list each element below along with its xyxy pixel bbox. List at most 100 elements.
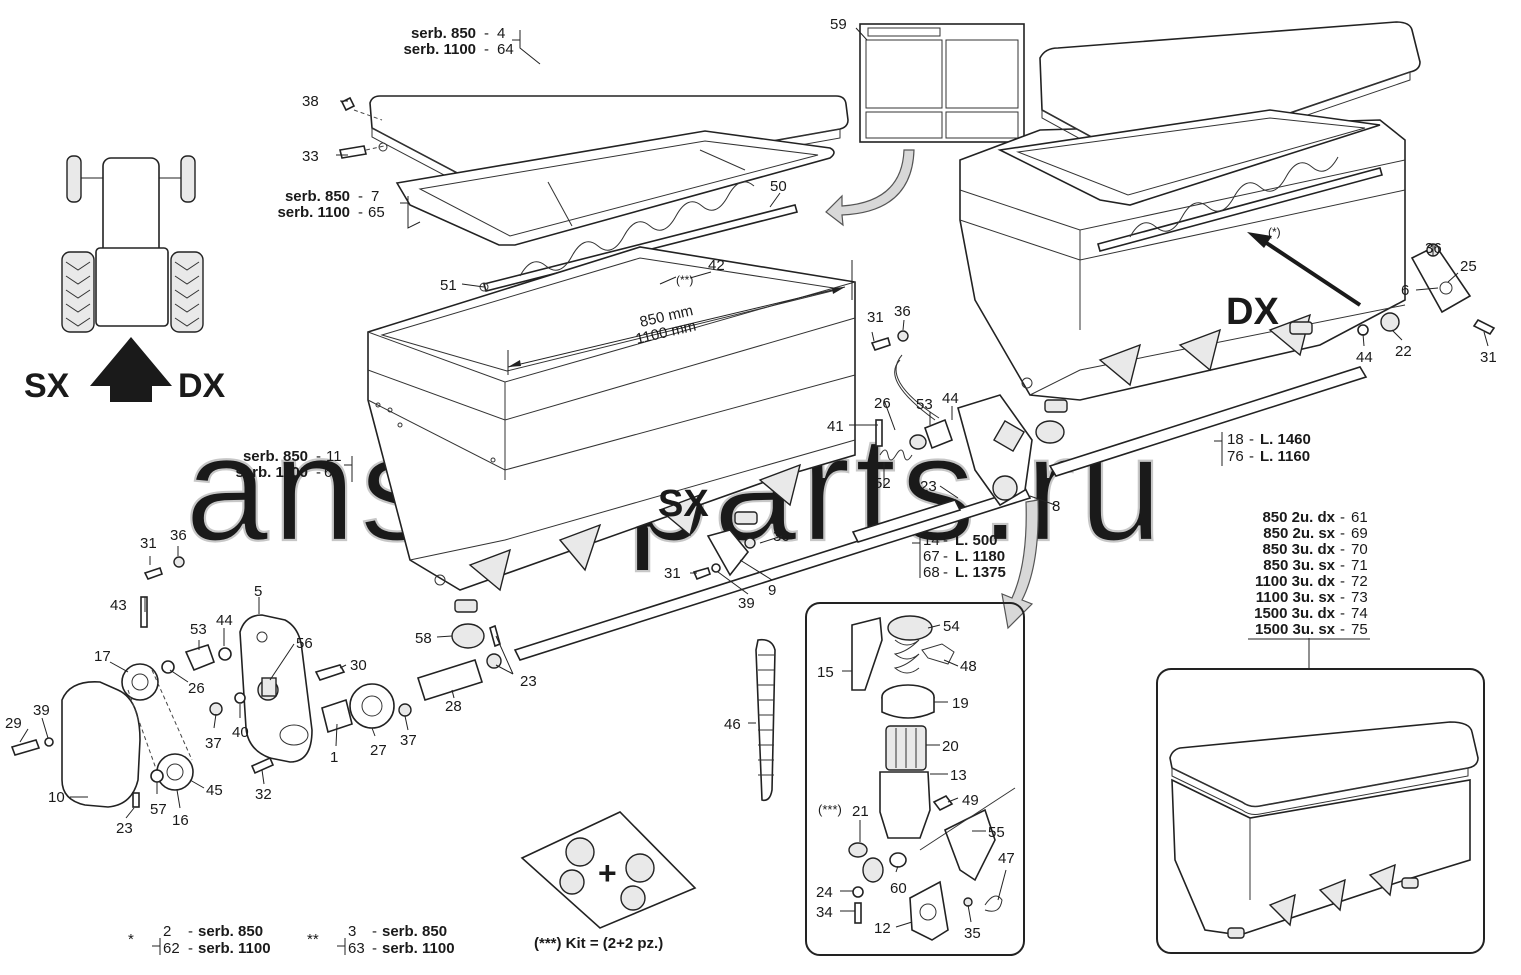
svg-text:L. 1460: L. 1460 — [1260, 431, 1311, 448]
gray-arrow-detail — [1001, 499, 1039, 630]
decal-sheet — [859, 23, 1025, 143]
svg-text:71: 71 — [1351, 557, 1368, 574]
bolt-32 — [250, 756, 275, 775]
svg-text:20: 20 — [942, 738, 959, 755]
svg-text:60: 60 — [890, 880, 907, 897]
svg-text:-: - — [1340, 525, 1345, 542]
drive-chain — [127, 669, 193, 781]
svg-text:serb. 1100: serb. 1100 — [403, 41, 476, 58]
callout-shaft-long: 18 - L. 1460 76 - L. 1160 — [1227, 431, 1311, 465]
svg-text:50: 50 — [770, 178, 787, 195]
svg-text:7: 7 — [371, 188, 379, 205]
svg-text:34: 34 — [816, 904, 833, 921]
washers-40-37 — [209, 692, 412, 717]
svg-text:-: - — [1340, 589, 1345, 606]
svg-text:1100 3u. dx: 1100 3u. dx — [1255, 573, 1336, 590]
shaft-short — [851, 499, 962, 543]
side-label-right: DX — [178, 367, 226, 405]
svg-text:26: 26 — [188, 680, 205, 697]
svg-text:(**): (**) — [676, 273, 693, 287]
svg-text:-: - — [1340, 573, 1345, 590]
svg-text:serb. 1100: serb. 1100 — [235, 464, 308, 481]
variant-hopper — [1169, 721, 1479, 939]
svg-text:-: - — [1340, 509, 1345, 526]
svg-text:-: - — [372, 940, 377, 957]
svg-text:39: 39 — [33, 702, 50, 719]
svg-text:61: 61 — [1351, 509, 1368, 526]
svg-text:54: 54 — [943, 618, 960, 635]
svg-text:39: 39 — [738, 595, 755, 612]
leader-lines — [19, 27, 1489, 955]
svg-text:38: 38 — [302, 93, 319, 110]
svg-text:-: - — [943, 564, 948, 581]
svg-text:72: 72 — [1351, 573, 1368, 590]
footnote-serb-1: * 2 - serb. 850 62 - serb. 1100 — [128, 923, 271, 957]
svg-text:3: 3 — [348, 923, 356, 940]
svg-text:74: 74 — [1351, 605, 1368, 622]
gray-arrow-decal — [825, 149, 915, 227]
spring-center — [879, 418, 954, 461]
svg-text:6: 6 — [1401, 282, 1409, 299]
svg-text:L. 1375: L. 1375 — [955, 564, 1006, 581]
svg-text:(*): (*) — [1268, 225, 1281, 239]
svg-text:27: 27 — [370, 742, 387, 759]
svg-text:29: 29 — [5, 715, 22, 732]
svg-text:serb. 1100: serb. 1100 — [198, 940, 271, 957]
svg-text:35: 35 — [964, 925, 981, 942]
hopper-right — [959, 119, 1406, 413]
svg-text:-: - — [943, 532, 948, 549]
svg-text:76: 76 — [1227, 448, 1244, 465]
svg-text:53: 53 — [190, 621, 207, 638]
svg-text:-: - — [484, 25, 489, 42]
svg-text:19: 19 — [952, 695, 969, 712]
svg-text:-: - — [943, 548, 948, 565]
svg-text:37: 37 — [400, 732, 417, 749]
svg-text:-: - — [1340, 541, 1345, 558]
svg-text:36: 36 — [1425, 240, 1442, 257]
svg-text:15: 15 — [817, 664, 834, 681]
svg-text:45: 45 — [206, 782, 223, 799]
svg-text:49: 49 — [962, 792, 979, 809]
svg-text:12: 12 — [874, 920, 891, 937]
auger-right — [1097, 156, 1383, 252]
svg-text:25: 25 — [1460, 258, 1477, 275]
svg-text:53: 53 — [916, 396, 933, 413]
callout-shaft-short: 14 - L. 500 67 - L. 1180 68 - L. 1375 — [923, 532, 1006, 581]
svg-text:8: 8 — [1052, 498, 1060, 515]
svg-text:-: - — [372, 923, 377, 940]
svg-text:28: 28 — [445, 698, 462, 715]
screen-left — [395, 130, 835, 246]
nut-58 — [451, 623, 485, 649]
svg-text:1500 3u. sx: 1500 3u. sx — [1255, 621, 1336, 638]
svg-text:63: 63 — [348, 940, 365, 957]
svg-text:44: 44 — [1356, 349, 1373, 366]
svg-text:L. 500: L. 500 — [955, 532, 998, 549]
svg-text:46: 46 — [724, 716, 741, 733]
hose-46 — [755, 638, 776, 802]
bearing-bracket-right — [1410, 243, 1472, 314]
svg-text:**: ** — [307, 931, 319, 948]
sprocket-upper — [121, 663, 159, 701]
kit-bag — [520, 811, 697, 929]
metering-unit-parts — [848, 615, 1016, 941]
svg-text:69: 69 — [1351, 525, 1368, 542]
svg-text:-: - — [358, 204, 363, 221]
svg-text:L. 1180: L. 1180 — [955, 548, 1005, 565]
svg-text:62: 62 — [163, 940, 180, 957]
bracket-9 — [706, 529, 750, 577]
svg-text:-: - — [358, 188, 363, 205]
svg-text:56: 56 — [296, 635, 313, 652]
svg-text:1100 3u. sx: 1100 3u. sx — [1256, 589, 1336, 606]
svg-text:40: 40 — [232, 724, 249, 741]
detail-box-metering — [805, 602, 1025, 956]
screen-right — [997, 109, 1381, 206]
hopper-left — [367, 246, 856, 613]
kit-plus: + — [598, 855, 617, 891]
part-numbers: 59 38 33 50 51 42 (**) 31 36 26 53 44 41… — [5, 16, 1497, 942]
pointer-arrow-icon — [1247, 232, 1362, 307]
svg-text:31: 31 — [1480, 349, 1497, 366]
svg-text:9: 9 — [768, 582, 776, 599]
svg-text:L. 1160: L. 1160 — [1260, 448, 1310, 465]
kit-label: (***) Kit = (2+2 pz.) — [534, 935, 663, 952]
hopper-left-label: SX — [658, 483, 709, 525]
